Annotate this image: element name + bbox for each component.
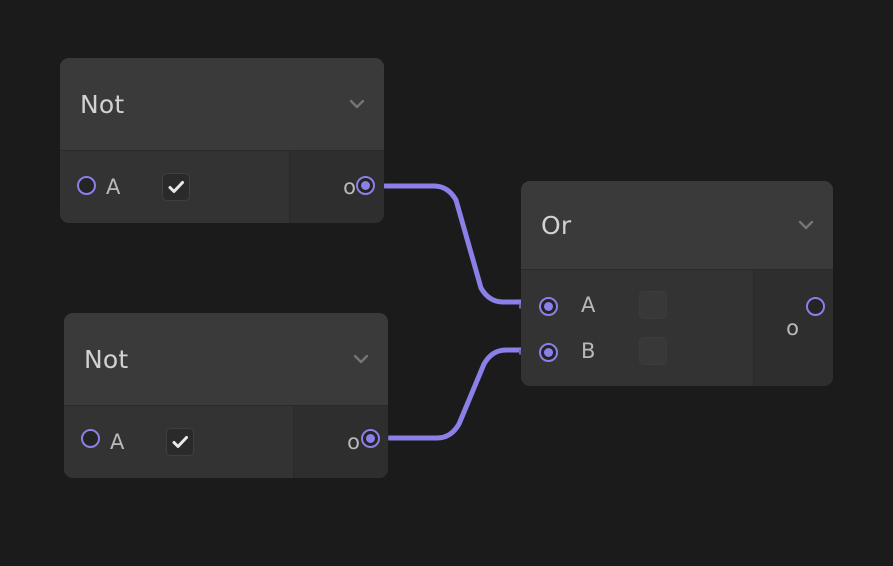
- input-row-a[interactable]: A: [521, 282, 753, 328]
- input-label-a: A: [110, 429, 125, 454]
- input-column: A: [60, 151, 289, 223]
- node-or[interactable]: Or A B: [521, 181, 833, 386]
- chevron-down-icon[interactable]: [350, 348, 372, 370]
- output-port-o[interactable]: [806, 297, 825, 316]
- input-port-a[interactable]: [77, 176, 96, 195]
- input-column: A B: [521, 270, 753, 386]
- node-body: A o: [60, 150, 384, 223]
- node-header[interactable]: Or: [521, 181, 833, 269]
- input-row-a[interactable]: A: [60, 151, 289, 223]
- node-not-1[interactable]: Not A: [60, 58, 384, 223]
- input-label-a: A: [106, 174, 121, 199]
- output-label-o: o: [786, 315, 799, 340]
- output-column: o: [753, 270, 833, 386]
- chevron-down-icon[interactable]: [346, 93, 368, 115]
- output-port-o[interactable]: [356, 176, 375, 195]
- input-column: A: [64, 406, 293, 478]
- input-checkbox-b[interactable]: [639, 337, 668, 365]
- output-row-o[interactable]: o: [294, 406, 388, 478]
- output-port-o[interactable]: [361, 429, 380, 448]
- input-label-a: A: [581, 292, 596, 317]
- node-title: Not: [80, 89, 125, 119]
- output-row-o[interactable]: o: [754, 305, 833, 351]
- chevron-down-icon[interactable]: [795, 214, 817, 236]
- node-title: Not: [84, 344, 129, 374]
- input-port-a[interactable]: [81, 429, 100, 448]
- output-label-o: o: [343, 174, 356, 199]
- output-row-o[interactable]: o: [290, 151, 384, 223]
- node-title: Or: [541, 210, 572, 240]
- input-port-b[interactable]: [539, 343, 558, 362]
- input-checkbox-a[interactable]: [166, 428, 195, 456]
- input-port-a[interactable]: [539, 297, 558, 316]
- input-checkbox-a[interactable]: [162, 173, 191, 201]
- node-not-2[interactable]: Not A: [64, 313, 388, 478]
- input-label-b: B: [581, 338, 596, 363]
- node-body: A B o: [521, 269, 833, 386]
- node-header[interactable]: Not: [60, 58, 384, 150]
- input-row-a[interactable]: A: [64, 406, 293, 478]
- node-body: A o: [64, 405, 388, 478]
- input-checkbox-a[interactable]: [639, 291, 668, 319]
- output-label-o: o: [347, 429, 360, 454]
- input-row-b[interactable]: B: [521, 328, 753, 374]
- node-header[interactable]: Not: [64, 313, 388, 405]
